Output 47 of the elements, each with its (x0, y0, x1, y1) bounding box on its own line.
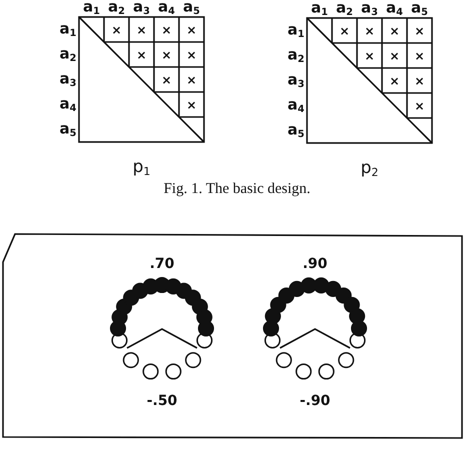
cross-mark: × (136, 48, 147, 60)
value-label: -.90 (300, 394, 330, 408)
axis-label: a$_{4}$ (60, 96, 76, 114)
axis-label: a$_{1}$ (83, 0, 100, 17)
axis-label: a$_{5}$ (60, 120, 76, 138)
cross-mark: × (186, 74, 197, 86)
cross-mark: × (389, 24, 400, 36)
axis-label: a$_{2}$ (60, 46, 76, 64)
cross-mark: × (414, 24, 425, 36)
axis-label: a$_{3}$ (133, 0, 150, 17)
axis-label: a$_{4}$ (158, 0, 175, 17)
cross-mark: × (186, 48, 197, 60)
axis-label: a$_{2}$ (336, 0, 353, 18)
axis-label: a$_{1}$ (60, 20, 76, 38)
cross-mark: × (364, 24, 375, 36)
value-label: .70 (150, 257, 174, 271)
axis-label: a$_{3}$ (288, 72, 304, 90)
axis-label: a$_{5}$ (411, 0, 428, 18)
axis-label: a$_{5}$ (288, 122, 304, 140)
cross-mark: × (414, 100, 425, 112)
cross-mark: × (339, 24, 350, 36)
axis-label: a$_{1}$ (288, 22, 304, 40)
value-label: .90 (302, 257, 328, 271)
cross-mark: × (111, 24, 122, 36)
axis-label: a$_{2}$ (108, 0, 125, 17)
cross-mark: × (364, 50, 375, 62)
cross-mark: × (186, 24, 197, 36)
matrix-label: p$_{1}$ (132, 159, 150, 177)
cross-mark: × (161, 24, 172, 36)
cross-mark: × (161, 74, 172, 86)
axis-label: a$_{4}$ (288, 96, 304, 114)
matrix-label: p$_{2}$ (360, 160, 378, 178)
cross-mark: × (136, 24, 147, 36)
axis-label: a$_{3}$ (60, 70, 76, 88)
cross-mark: × (414, 50, 425, 62)
cross-mark: × (389, 74, 400, 86)
cross-mark: × (414, 74, 425, 86)
cross-mark: × (186, 98, 197, 110)
figure-caption: Fig. 1. The basic design. (162, 181, 312, 198)
axis-label: a$_{1}$ (311, 0, 328, 18)
axis-label: a$_{5}$ (183, 0, 200, 17)
axis-label: a$_{3}$ (361, 0, 378, 18)
cross-mark: × (161, 48, 172, 60)
axis-label: a$_{4}$ (386, 0, 403, 18)
value-label: -.50 (146, 394, 178, 408)
cross-mark: × (389, 50, 400, 62)
axis-label: a$_{2}$ (288, 46, 304, 64)
